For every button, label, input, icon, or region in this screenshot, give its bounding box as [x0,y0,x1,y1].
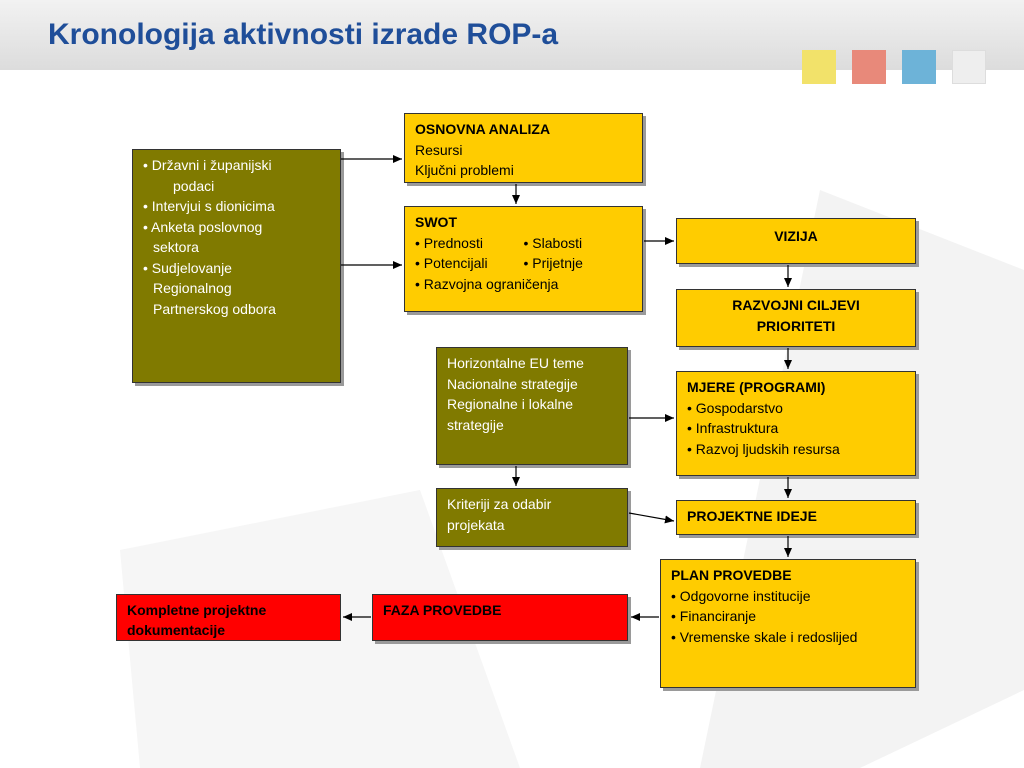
box-kompletne-dokumentacije: Kompletne projektne dokumentacije [116,594,341,641]
box-mjere: MJERE (PROGRAMI) • Gospodarstvo • Infras… [676,371,916,476]
decor-square-blue [902,50,936,84]
list-item: • Državni i županijski [143,157,272,173]
box-projektne-ideje: PROJEKTNE IDEJE [676,500,916,535]
box-line: strategije [447,416,504,433]
box-line: Regionalne i lokalne [447,396,574,412]
decor-square-red [852,50,886,84]
list-item: • Anketa poslovnog [143,218,263,235]
box-faza-provedbe: FAZA PROVEDBE [372,594,628,641]
box-line: Resursi [415,141,463,158]
swot-row: • Razvojna ograničenja [415,275,559,292]
box-swot: SWOT • Prednosti • Slabosti • Potencijal… [404,206,643,312]
box-title: MJERE (PROGRAMI) [687,379,826,395]
list-item: podaci [173,177,215,194]
box-line: projekata [447,516,505,533]
box-title: PLAN PROVEDBE [671,567,792,583]
box-line: Kriteriji za odabir [447,496,552,512]
box-title: RAZVOJNI CILJEVI [732,297,860,313]
box-strategije: Horizontalne EU teme Nacionalne strategi… [436,347,628,465]
box-title: FAZA PROVEDBE [383,602,502,618]
box-line: dokumentacije [127,622,226,638]
list-item: Regionalnog [153,280,232,296]
list-item: • Odgovorne institucije [671,587,811,604]
box-line: Ključni problemi [415,162,514,178]
decor-square-yellow [802,50,836,84]
box-line: Horizontalne EU teme [447,355,584,371]
box-title: VIZIJA [774,228,818,244]
box-plan-provedbe: PLAN PROVEDBE • Odgovorne institucije • … [660,559,916,688]
box-kriteriji: Kriteriji za odabir projekata [436,488,628,547]
list-item: • Infrastruktura [687,420,779,436]
list-item: • Gospodarstvo [687,399,783,416]
box-osnovna-analiza: OSNOVNA ANALIZA Resursi Ključni problemi [404,113,643,183]
page-title: Kronologija aktivnosti izrade ROP-a [48,18,559,51]
box-title: OSNOVNA ANALIZA [415,121,551,137]
swot-row: • Prednosti • Slabosti [415,234,583,251]
list-item: • Vremenske skale i redoslijed [671,628,858,645]
list-item: • Financiranje [671,608,757,624]
box-title: SWOT [415,214,457,230]
swot-row: • Potencijali • Prijetnje [415,255,583,271]
list-item: • Intervjui s dionicima [143,198,275,214]
box-title: PROJEKTNE IDEJE [687,508,817,524]
list-item: sektora [153,239,199,255]
box-inputs: • Državni i županijski podaci • Intervju… [132,149,341,383]
box-title: PRIORITETI [756,317,836,334]
list-item: Partnerskog odbora [153,300,276,317]
list-item: • Sudjelovanje [143,259,232,276]
box-vizija: VIZIJA [676,218,916,264]
decor-square-white [952,50,986,84]
arrow-kriteriji-to-ideje [628,512,675,524]
list-item: • Razvoj ljudskih resursa [687,440,840,457]
box-line: Kompletne projektne [127,602,267,618]
box-line: Nacionalne strategije [447,375,578,392]
box-razvojni-ciljevi: RAZVOJNI CILJEVI PRIORITETI [676,289,916,347]
